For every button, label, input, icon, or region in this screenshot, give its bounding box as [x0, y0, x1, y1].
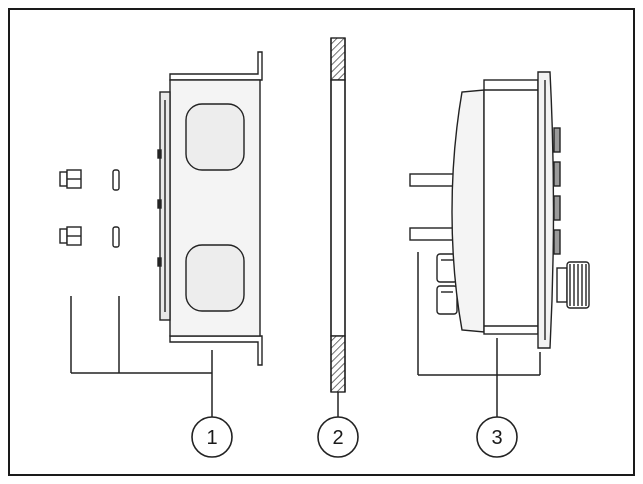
- leader-lines-3: [417, 252, 541, 417]
- callout-label: 1: [206, 427, 217, 449]
- callout-2: 2: [317, 416, 359, 458]
- rotary-knob-icon: [556, 261, 590, 309]
- callout-label: 2: [332, 427, 343, 449]
- callout-3: 3: [476, 416, 518, 458]
- knockout-window: [185, 244, 245, 312]
- leader-lines-1: [70, 296, 213, 417]
- wall-plug-icon: [112, 169, 120, 191]
- part-3-controller-side-view: [409, 71, 590, 417]
- part-1-mounting-kit: [59, 51, 263, 417]
- mounting-box-side-view: [157, 51, 263, 366]
- callout-1: 1: [191, 416, 233, 458]
- callout-label: 3: [491, 427, 502, 449]
- part-2-wall-section: [330, 37, 346, 417]
- wall-plug-icon: [112, 226, 120, 248]
- screw-icon: [59, 169, 82, 189]
- screw-icon: [59, 226, 82, 246]
- knockout-window: [185, 103, 245, 171]
